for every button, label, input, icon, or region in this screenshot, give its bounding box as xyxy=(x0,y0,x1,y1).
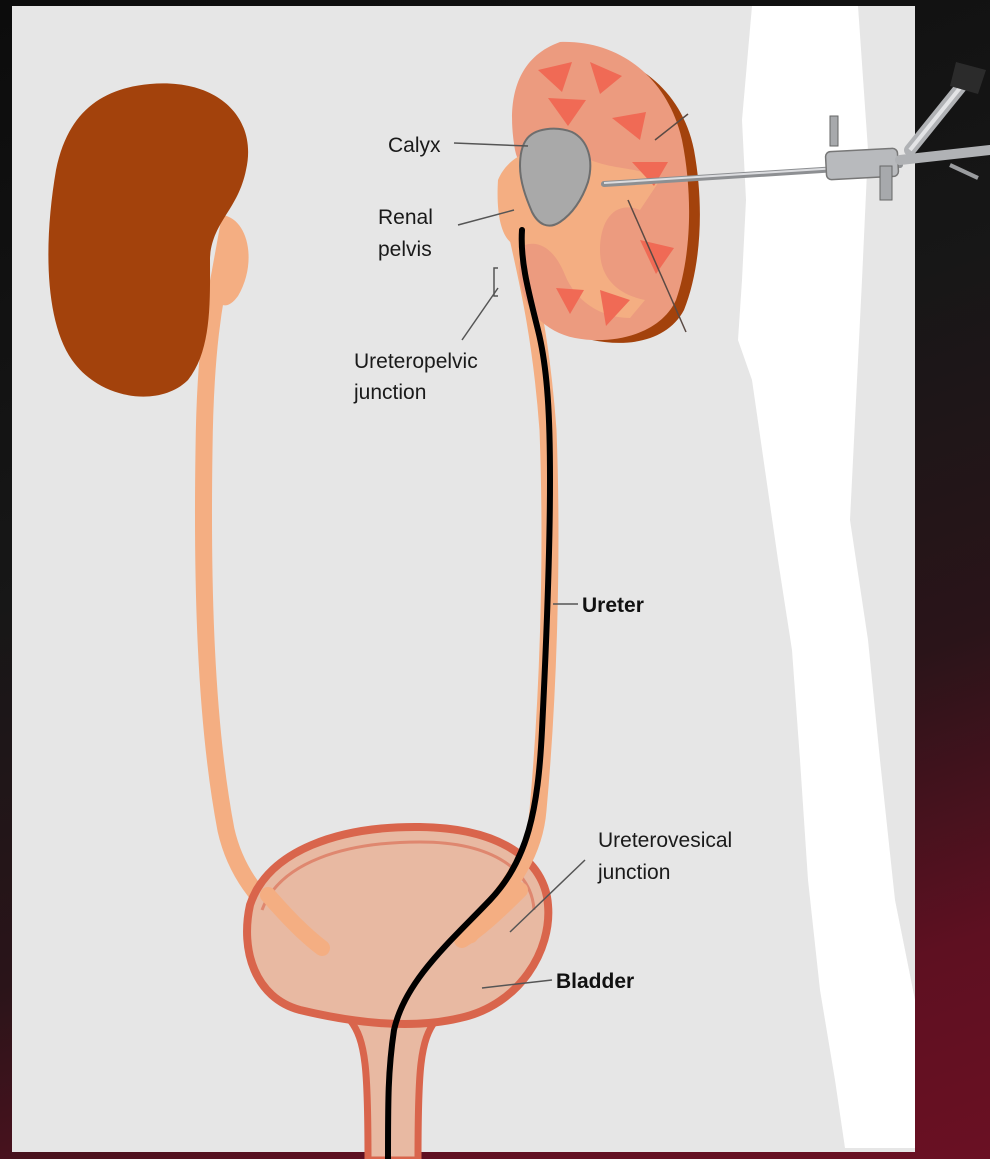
label-bladder: Bladder xyxy=(556,970,634,993)
label-upj-1: Ureteropelvic xyxy=(354,350,478,373)
left-ureter xyxy=(203,240,322,948)
label-renal-pelvis-1: Renal xyxy=(378,206,433,229)
left-kidney xyxy=(48,83,322,948)
label-renal-pelvis-2: pelvis xyxy=(378,238,432,261)
label-calyx: Calyx xyxy=(388,134,441,157)
label-upj-2: junction xyxy=(353,381,426,404)
label-uvj-1: Ureterovesical xyxy=(598,829,732,852)
label-ureter: Ureter xyxy=(582,594,644,617)
label-uvj-2: junction xyxy=(597,861,670,884)
bladder xyxy=(247,827,548,1159)
